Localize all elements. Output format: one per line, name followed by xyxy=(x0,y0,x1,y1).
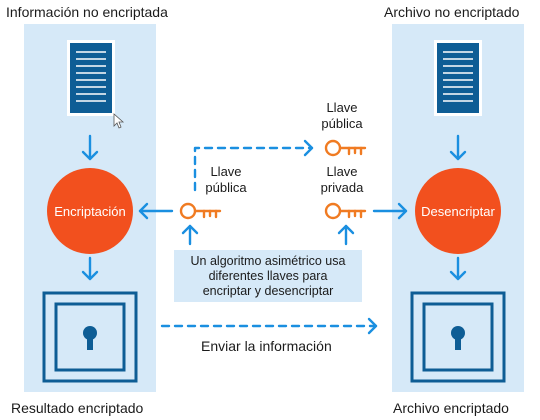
safe-icon-left xyxy=(42,291,138,383)
arrow-right-icon xyxy=(372,202,408,220)
arrow-down-icon xyxy=(449,134,467,161)
mouse-cursor-icon xyxy=(113,113,125,129)
dashed-arrow-send xyxy=(160,317,378,335)
key-icon xyxy=(324,139,367,157)
decryption-label: Desencriptar xyxy=(421,203,495,219)
left-top-label: Información no encriptada xyxy=(6,4,168,20)
key-icon xyxy=(324,202,367,220)
public-key-label-left: Llave pública xyxy=(205,164,247,195)
arrow-down-icon xyxy=(81,256,99,281)
right-top-label: Archivo no encriptado xyxy=(384,4,520,20)
arrow-down-icon xyxy=(449,256,467,281)
arrow-up-icon xyxy=(181,224,199,246)
dashed-arrow-to-public-key xyxy=(193,139,314,192)
arrow-up-icon xyxy=(337,224,355,246)
public-key-label-top: Llave pública xyxy=(321,100,363,131)
document-icon-right xyxy=(434,40,482,116)
arrow-left-icon xyxy=(138,202,174,220)
key-icon xyxy=(179,202,222,220)
send-info-label: Enviar la información xyxy=(201,338,332,354)
decryption-circle: Desencriptar xyxy=(415,168,501,254)
arrow-down-icon xyxy=(81,134,99,161)
document-icon-left xyxy=(67,40,115,116)
encryption-label: Encriptación xyxy=(54,203,126,219)
encryption-circle: Encriptación xyxy=(47,168,133,254)
left-bottom-label: Resultado encriptado xyxy=(11,400,144,416)
safe-icon-right xyxy=(410,291,506,383)
private-key-label: Llave privada xyxy=(320,164,364,195)
right-bottom-label: Archivo encriptado xyxy=(393,400,509,416)
asymmetric-info-box: Un algoritmo asimétrico usa diferentes l… xyxy=(174,250,362,302)
